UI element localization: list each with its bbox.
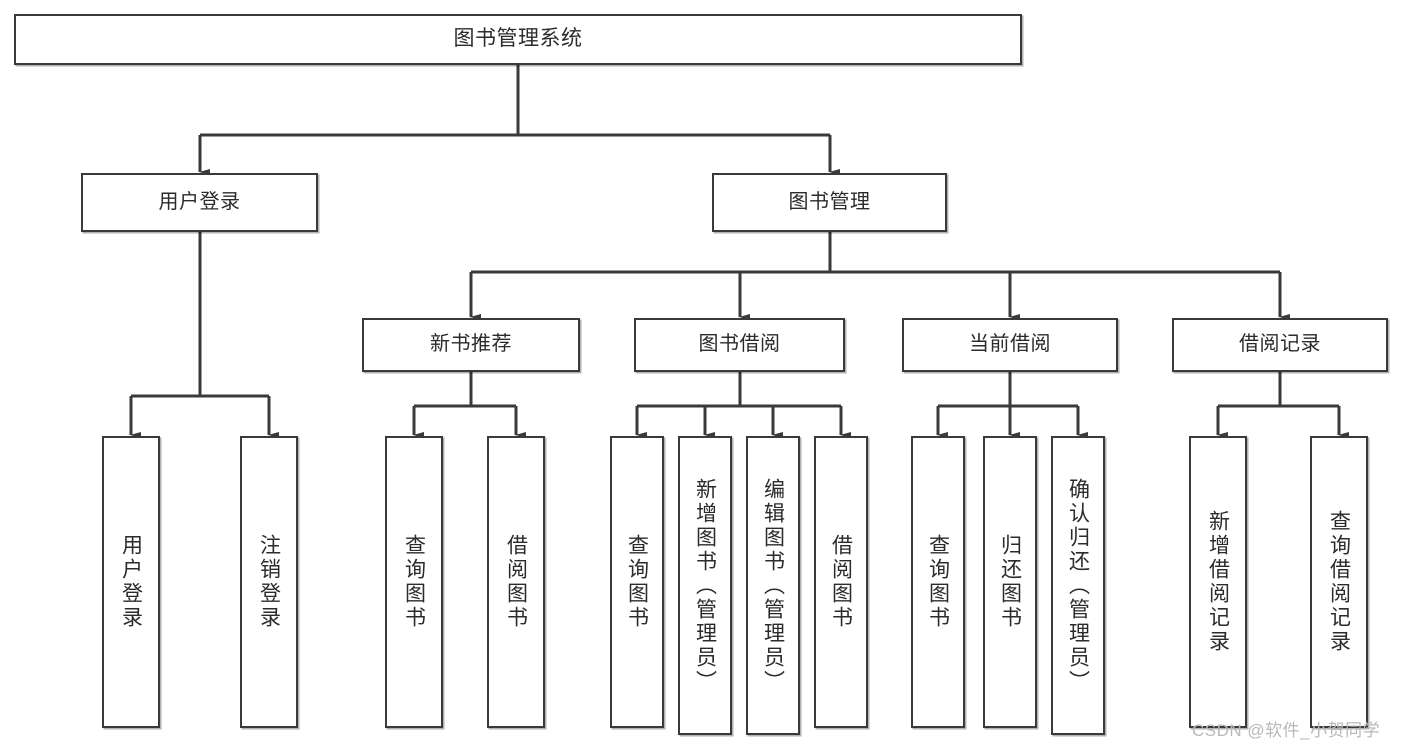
node-leaf-loan-confirm[interactable]: 确认归还（管理员） [1051,436,1105,735]
node-label-leaf-borrow-edit: 编辑图书（管理员） [761,477,785,694]
node-label-leaf-record-add: 新增借阅记录 [1206,510,1230,654]
node-leaf-user-logout[interactable]: 注销登录 [240,436,298,728]
edge-group [129,65,1349,438]
node-leaf-borrow-add[interactable]: 新增图书（管理员） [678,436,732,735]
node-label-loan-record: 借阅记录 [1239,333,1321,356]
node-book-manage[interactable]: 图书管理 [712,173,947,232]
node-leaf-loan-return[interactable]: 归还图书 [983,436,1037,728]
node-leaf-borrow-do[interactable]: 借阅图书 [814,436,868,728]
node-current-loan[interactable]: 当前借阅 [902,318,1118,372]
node-label-book-borrow: 图书借阅 [698,333,781,356]
node-root[interactable]: 图书管理系统 [14,14,1022,65]
node-leaf-rec-query[interactable]: 查询图书 [385,436,443,728]
node-label-leaf-loan-return: 归还图书 [998,534,1022,630]
node-book-borrow[interactable]: 图书借阅 [634,318,845,372]
node-label-leaf-borrow-query: 查询图书 [625,534,649,630]
node-label-leaf-record-query: 查询借阅记录 [1327,510,1351,654]
node-label-leaf-user-logout: 注销登录 [257,534,281,630]
node-leaf-record-query[interactable]: 查询借阅记录 [1310,436,1368,728]
node-label-book-manage: 图书管理 [788,190,871,213]
node-label-leaf-loan-query: 查询图书 [926,534,950,630]
node-label-leaf-user-login: 用户登录 [119,534,143,630]
node-label-leaf-rec-query: 查询图书 [402,534,426,630]
csdn-watermark: CSDN @软件_小贺同学 [1192,721,1381,740]
node-leaf-borrow-query[interactable]: 查询图书 [610,436,664,728]
node-leaf-record-add[interactable]: 新增借阅记录 [1189,436,1247,728]
node-label-current-loan: 当前借阅 [969,333,1051,356]
node-label-leaf-loan-confirm: 确认归还（管理员） [1066,477,1090,694]
node-user-login[interactable]: 用户登录 [81,173,318,232]
node-label-leaf-borrow-do: 借阅图书 [829,534,853,630]
node-leaf-rec-borrow[interactable]: 借阅图书 [487,436,545,728]
node-leaf-user-login[interactable]: 用户登录 [102,436,160,728]
node-label-root: 图书管理系统 [453,27,583,51]
node-label-new-book-rec: 新书推荐 [430,333,512,356]
node-leaf-borrow-edit[interactable]: 编辑图书（管理员） [746,436,800,735]
node-label-leaf-rec-borrow: 借阅图书 [504,534,528,630]
node-leaf-loan-query[interactable]: 查询图书 [911,436,965,728]
node-label-user-login: 用户登录 [158,190,241,213]
node-loan-record[interactable]: 借阅记录 [1172,318,1388,372]
node-new-book-rec[interactable]: 新书推荐 [362,318,580,372]
node-label-leaf-borrow-add: 新增图书（管理员） [693,477,717,694]
